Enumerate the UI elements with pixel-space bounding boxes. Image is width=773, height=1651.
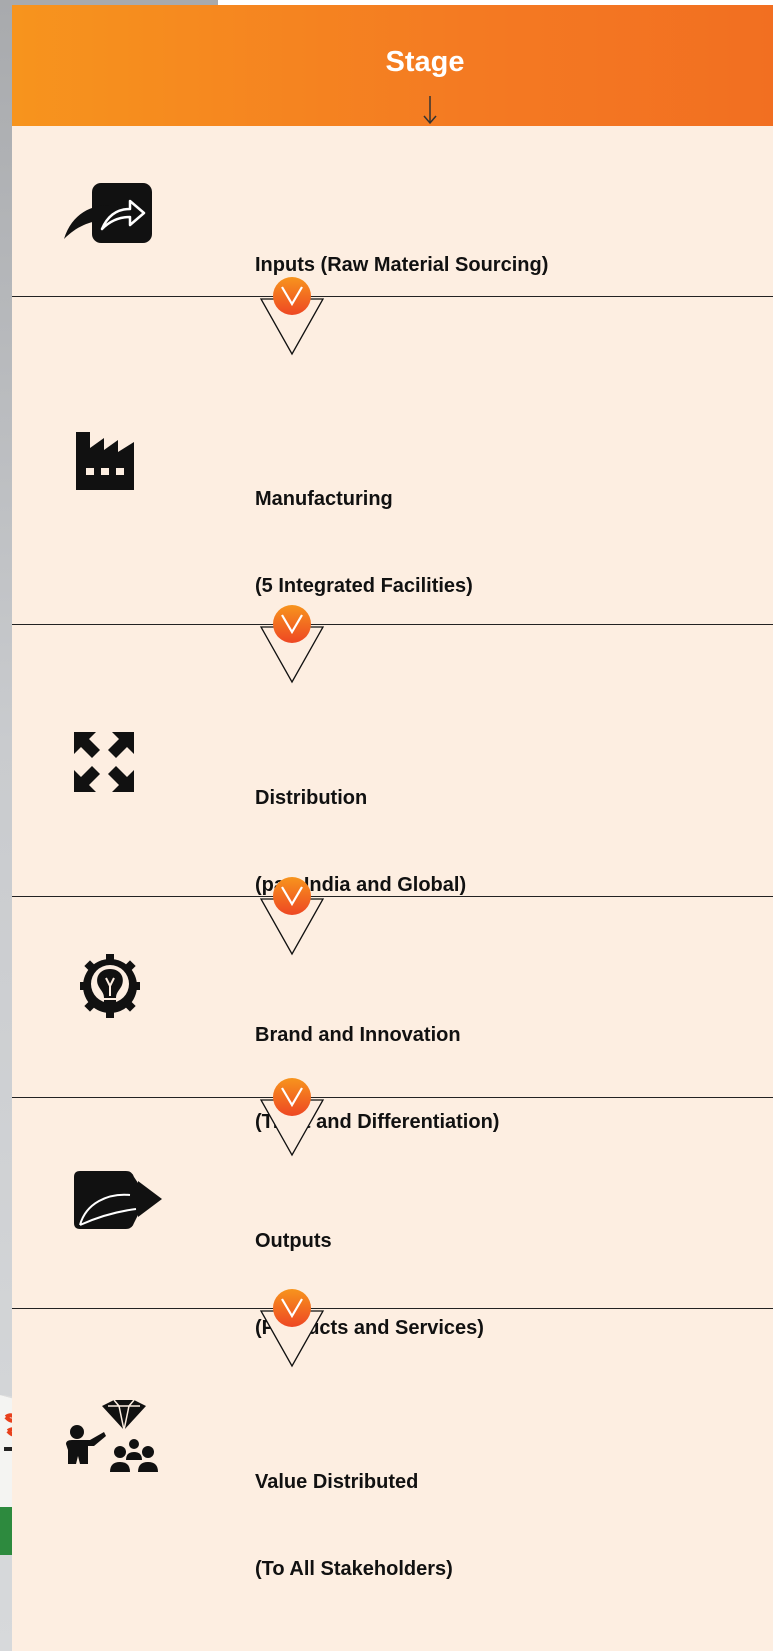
divider <box>12 1097 773 1098</box>
output-arrow-icon <box>74 1171 162 1229</box>
lightbulb-gear-icon <box>80 954 140 1018</box>
stage-label: Brand and Innovation (Trust and Differen… <box>255 963 499 1195</box>
left-edge-strip <box>0 0 12 1651</box>
connector-chevron-icon <box>259 605 325 684</box>
divider <box>12 1308 773 1309</box>
stage-title: Value Distributed <box>255 1471 419 1493</box>
header-bar: Stage <box>12 5 773 126</box>
divider <box>12 296 773 297</box>
stage-label: Manufacturing (5 Integrated Facilities) <box>255 427 473 659</box>
value-chain-panel: Stage Inputs (Raw Material Sourcing) Man… <box>12 5 773 1651</box>
header-title: Stage <box>385 46 465 78</box>
stage-title: Distribution <box>255 787 368 809</box>
expand-arrows-icon <box>74 732 134 792</box>
stage-label: Inputs (Raw Material Sourcing) <box>255 193 548 338</box>
divider <box>12 624 773 625</box>
stage-title: Outputs <box>255 1230 332 1252</box>
stage-subtitle: (5 Integrated Facilities) <box>255 575 473 597</box>
stage-title: Manufacturing <box>255 488 393 510</box>
factory-icon <box>76 432 134 490</box>
top-edge-strip <box>0 0 218 6</box>
connector-chevron-icon <box>259 277 325 356</box>
connector-chevron-icon <box>259 1289 325 1368</box>
divider <box>12 896 773 897</box>
stage-title: Inputs (Raw Material Sourcing) <box>255 254 549 276</box>
stage-title: Brand and Innovation <box>255 1024 461 1046</box>
stage-label: Value Distributed (To All Stakeholders) <box>255 1410 453 1642</box>
stakeholders-diamond-icon <box>66 1400 158 1472</box>
share-arrow-icon <box>64 183 152 243</box>
connector-chevron-icon <box>259 1078 325 1157</box>
down-arrow-icon <box>423 96 437 125</box>
stage-subtitle: (To All Stakeholders) <box>255 1558 453 1580</box>
connector-chevron-icon <box>259 877 325 956</box>
